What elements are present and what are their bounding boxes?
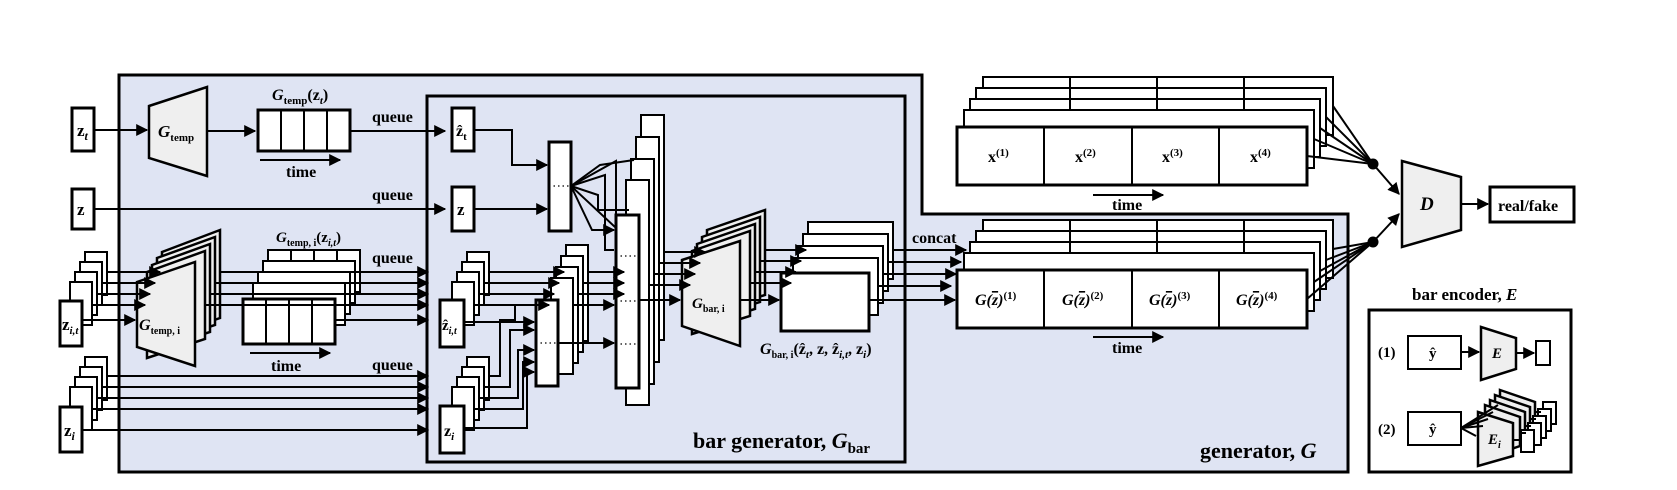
- g-temp-i-stack: [135, 228, 222, 368]
- queue-label-1: queue: [372, 109, 413, 126]
- svg-text:Gbar, i(ẑt, z, ẑi,t, zi): Gbar, i(ẑt, z, ẑi,t, zi): [760, 341, 872, 361]
- inner-zi-stack: zi: [438, 356, 490, 455]
- input-z: z: [70, 187, 96, 231]
- encoder-row-1-label: (1): [1378, 345, 1396, 361]
- svg-text:Gtemp, i(zi,t): Gtemp, i(zi,t): [276, 230, 341, 249]
- g-bar-output-stack: [779, 221, 894, 333]
- inner-z: z: [450, 185, 476, 233]
- bar-encoder-panel: [1367, 308, 1573, 474]
- input-zit-stack: zi,t: [58, 251, 108, 348]
- real-sample-1: x(1): [988, 147, 1009, 166]
- svg-text:Gbar, i: Gbar, i: [692, 296, 725, 315]
- queue-label-3: queue: [372, 250, 413, 267]
- track-to-final-lines: [558, 266, 626, 349]
- svg-text:E: E: [1491, 346, 1502, 362]
- svg-text:Gtemp: Gtemp: [158, 122, 194, 144]
- g-temp-output-sequence: [256, 108, 352, 153]
- fake-sample-1: G(z)(1): [975, 290, 1017, 309]
- zit-arrows: [82, 266, 162, 326]
- svg-text:Ei: Ei: [1487, 432, 1501, 451]
- gbar-to-output-lines: [740, 244, 808, 306]
- svg-text:zi: zi: [64, 421, 76, 443]
- bar-encoder-title: bar encoder,: [1412, 285, 1506, 304]
- inner-zhat-it-stack: ẑi,t: [438, 251, 490, 349]
- svg-text:ŷ: ŷ: [1429, 422, 1437, 438]
- g-temp-i-out-label: G: [276, 230, 287, 246]
- real-sample-3: x(3): [1162, 147, 1183, 166]
- input-zt: zt: [70, 106, 96, 153]
- svg-text:ŷ: ŷ: [1429, 346, 1437, 362]
- svg-text:z: z: [457, 200, 465, 219]
- g-temp-trapezoid: [147, 85, 209, 178]
- fake-samples-stack: [955, 219, 1334, 330]
- time-label-2: time: [271, 358, 301, 375]
- z-label: z: [77, 200, 85, 219]
- generator-title: generator,: [1200, 438, 1301, 463]
- fake-sample-4: G(z)(4): [1236, 290, 1278, 309]
- svg-text:zt: zt: [77, 121, 89, 143]
- inner-zi-arrows: [464, 304, 549, 429]
- real-merge-lines: [1306, 105, 1400, 195]
- encoder-row-2-label: (2): [1378, 422, 1396, 438]
- real-samples-stack: [955, 76, 1334, 187]
- final-to-gbar-lines: [639, 246, 707, 306]
- svg-text:Gtemp, i: Gtemp, i: [139, 317, 180, 337]
- g-temp-label: G: [158, 122, 171, 141]
- svg-text:generator, G: generator, G: [1200, 438, 1317, 463]
- encoder-row-2-input: [1407, 411, 1462, 446]
- svg-text:bar encoder, E: bar encoder, E: [1412, 285, 1517, 304]
- real-fake-box: [1488, 185, 1576, 224]
- g-bar-i-label: G: [692, 296, 703, 312]
- encoder-row-1-output: [1535, 340, 1551, 366]
- input-zi-stack: zi: [58, 356, 108, 454]
- inner-zhat-t: ẑt: [450, 106, 476, 153]
- g-temp-out-label: G: [272, 87, 284, 104]
- encoder-ei-outputs: [1513, 401, 1557, 453]
- concat-bar-track-stack: [534, 244, 589, 388]
- time-label-1: time: [286, 164, 316, 181]
- g-bar-i-stack: [680, 208, 767, 348]
- svg-text:Gtemp(zt): Gtemp(zt): [272, 87, 328, 107]
- concat-lines: [869, 244, 968, 306]
- svg-text:ẑi,t: ẑi,t: [442, 318, 458, 337]
- real-sample-labels: x(1) x(2) x(3) x(4): [988, 147, 1271, 166]
- fake-sample-2: G(z)(2): [1062, 290, 1104, 309]
- g-bar-out-label: G: [760, 341, 772, 358]
- time-label-real: time: [1112, 197, 1142, 214]
- real-sample-4: x(4): [1250, 147, 1271, 166]
- discriminator-trapezoid: [1400, 159, 1463, 249]
- global-fan-lines: [569, 159, 635, 251]
- concat-label: concat: [912, 230, 957, 247]
- zi-label: z: [64, 421, 72, 440]
- g-temp-i-queue-lines: [205, 266, 430, 326]
- zit-label: z: [62, 315, 70, 334]
- g-temp-i-label: G: [139, 317, 151, 334]
- encoder-e-trapezoid: [1479, 325, 1518, 382]
- fake-merge-lines: [1306, 213, 1400, 300]
- final-concat-stack: [614, 114, 665, 406]
- svg-text:zi: zi: [444, 423, 455, 443]
- encoder-ei-fan: [1460, 404, 1499, 437]
- real-fake-label: real/fake: [1498, 198, 1558, 215]
- zt-label: z: [77, 121, 85, 140]
- queue-label-4: queue: [372, 357, 413, 374]
- bar-generator-title: bar generator,: [693, 428, 832, 453]
- fake-sample-3: G(z)(3): [1149, 290, 1191, 309]
- real-sample-2: x(2): [1075, 147, 1096, 166]
- svg-text:ẑt: ẑt: [456, 123, 467, 143]
- fake-sample-labels: G(z)(1) G(z)(2) G(z)(3) G(z)(4): [975, 290, 1278, 309]
- svg-text:bar generator, Gbar: bar generator, Gbar: [693, 428, 870, 457]
- time-label-fake: time: [1112, 340, 1142, 357]
- svg-text:zi,t: zi,t: [62, 315, 79, 337]
- queue-label-2: queue: [372, 187, 413, 204]
- discriminator-label: D: [1419, 194, 1434, 215]
- zi-queue-lines: [82, 370, 430, 436]
